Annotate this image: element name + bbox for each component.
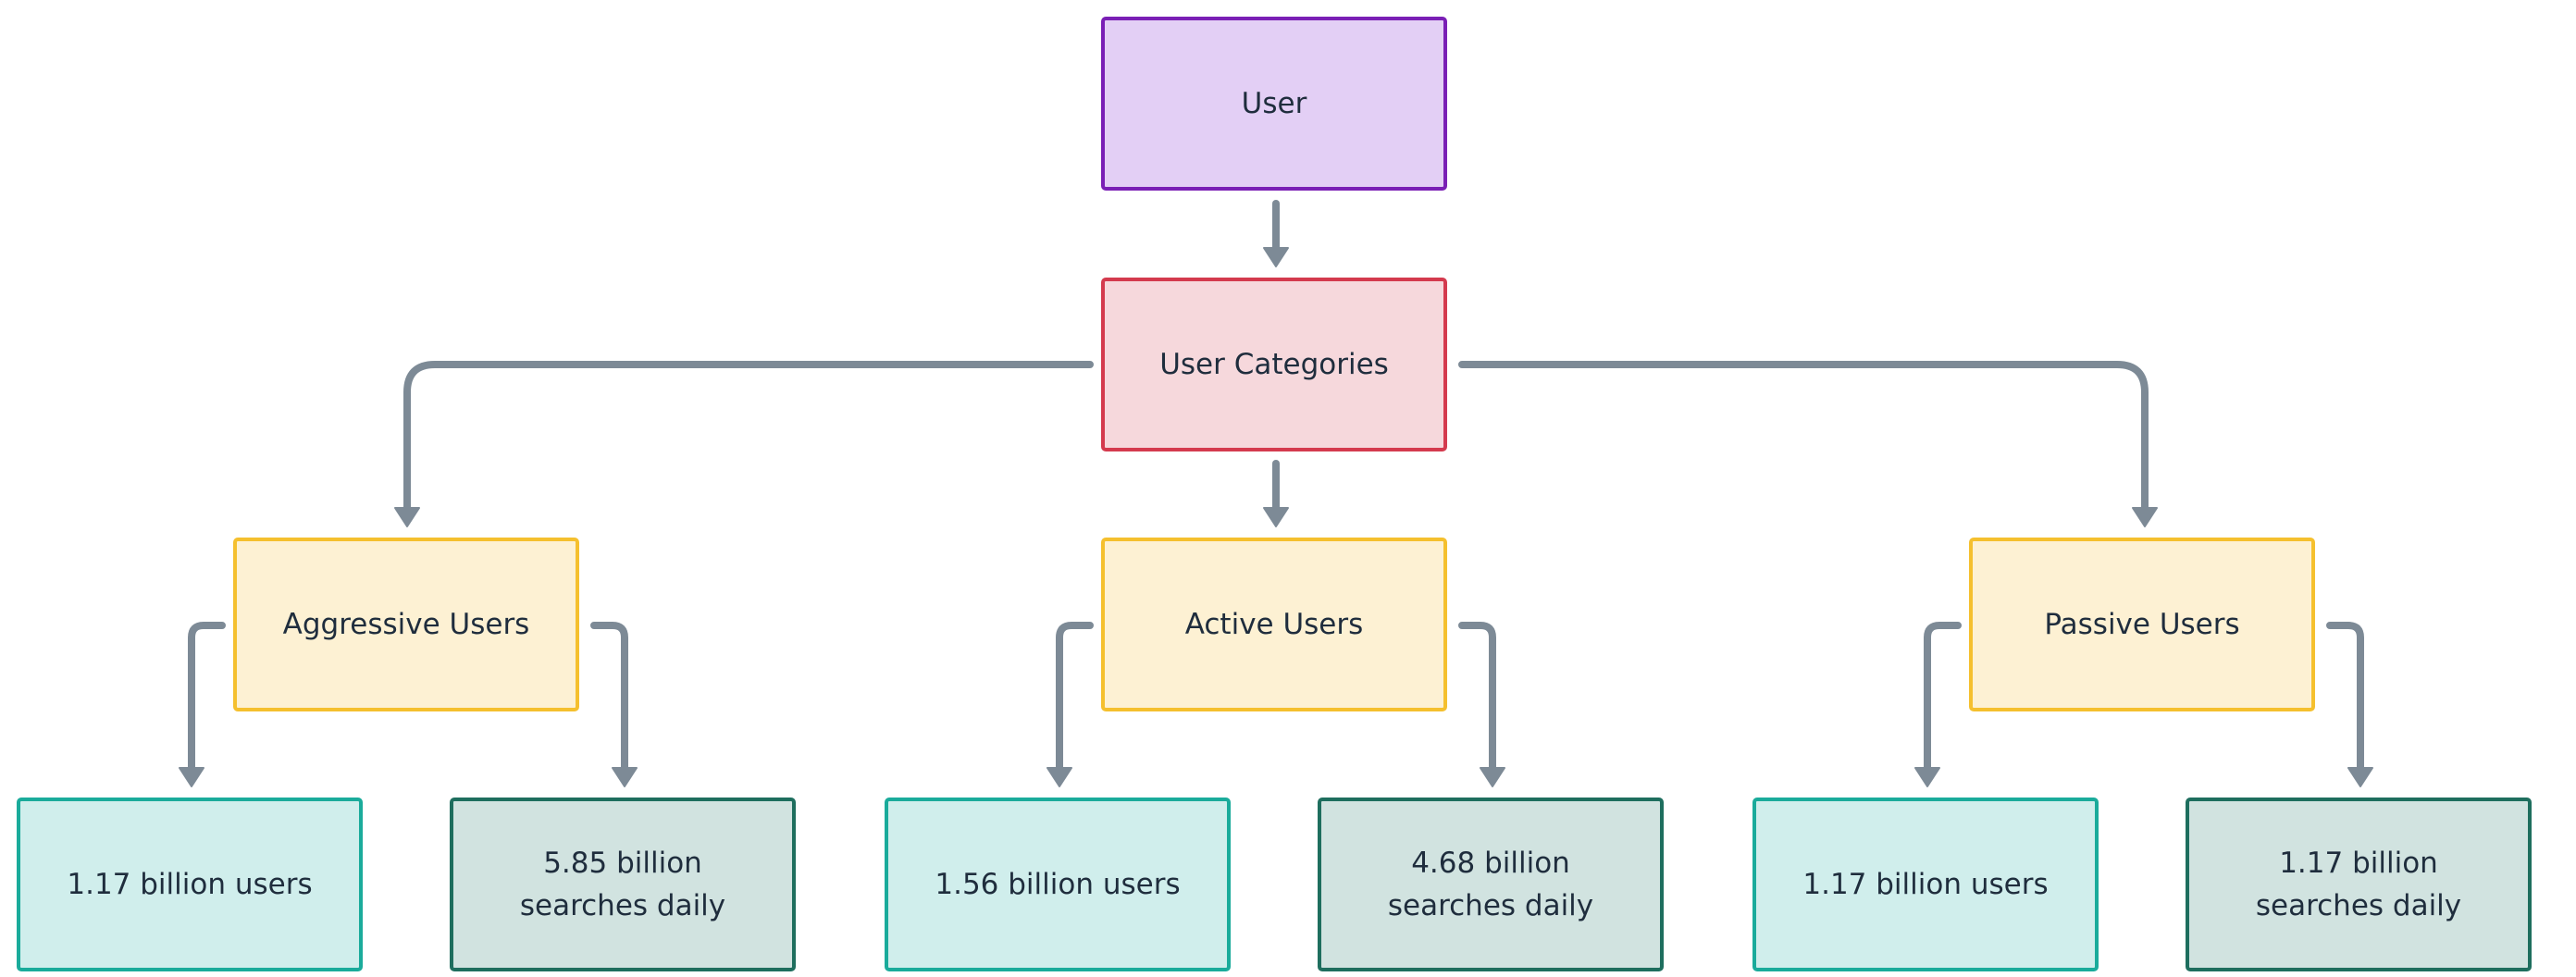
arrowhead-active-to-searches <box>1480 767 1505 787</box>
edge-passive-to-users <box>1924 622 1962 773</box>
node-active-user-count-label: 1.56 billion users <box>935 868 1181 901</box>
edge-aggressive-to-searches <box>590 622 628 773</box>
edge-passive-to-searches <box>2326 622 2364 773</box>
node-active-user-count: 1.56 billion users <box>885 798 1231 971</box>
node-active-users: Active Users <box>1101 538 1447 711</box>
node-aggressive-search-count-label: 5.85 billion searches daily <box>519 847 726 922</box>
edge-categories-to-passive <box>1458 361 2149 513</box>
node-aggressive-search-count: 5.85 billion searches daily <box>450 798 796 971</box>
arrowhead-categories-to-passive <box>2132 507 2158 527</box>
node-passive-users-label: Passive Users <box>2044 608 2240 641</box>
arrowhead-active-to-users <box>1046 767 1072 787</box>
node-aggressive-user-count: 1.17 billion users <box>17 798 363 971</box>
edge-active-to-searches <box>1458 622 1496 773</box>
node-passive-search-count: 1.17 billion searches daily <box>2186 798 2532 971</box>
node-aggressive-users-label: Aggressive Users <box>282 608 530 641</box>
node-active-users-label: Active Users <box>1184 608 1364 641</box>
edge-aggressive-to-users <box>188 622 226 773</box>
node-user-categories: User Categories <box>1101 278 1447 451</box>
arrowhead-categories-to-aggressive <box>394 507 420 527</box>
node-user-categories-label: User Categories <box>1159 348 1389 381</box>
arrowhead-user-to-categories <box>1263 247 1289 267</box>
node-aggressive-users: Aggressive Users <box>233 538 579 711</box>
node-user-label: User <box>1241 87 1307 120</box>
arrowhead-passive-to-users <box>1914 767 1940 787</box>
node-passive-user-count-label: 1.17 billion users <box>1802 868 2049 901</box>
edge-active-to-users <box>1056 622 1094 773</box>
node-user: User <box>1101 17 1447 191</box>
node-active-search-count: 4.68 billion searches daily <box>1318 798 1664 971</box>
node-passive-user-count: 1.17 billion users <box>1752 798 2099 971</box>
node-aggressive-user-count-label: 1.17 billion users <box>67 868 313 901</box>
arrowhead-passive-to-searches <box>2347 767 2373 787</box>
arrowhead-aggressive-to-searches <box>612 767 638 787</box>
arrowhead-categories-to-active <box>1263 507 1289 527</box>
node-passive-search-count-label: 1.17 billion searches daily <box>2255 847 2462 922</box>
node-active-search-count-label: 4.68 billion searches daily <box>1387 847 1594 922</box>
node-passive-users: Passive Users <box>1969 538 2315 711</box>
edge-categories-to-aggressive <box>403 361 1094 513</box>
arrowhead-aggressive-to-users <box>179 767 204 787</box>
